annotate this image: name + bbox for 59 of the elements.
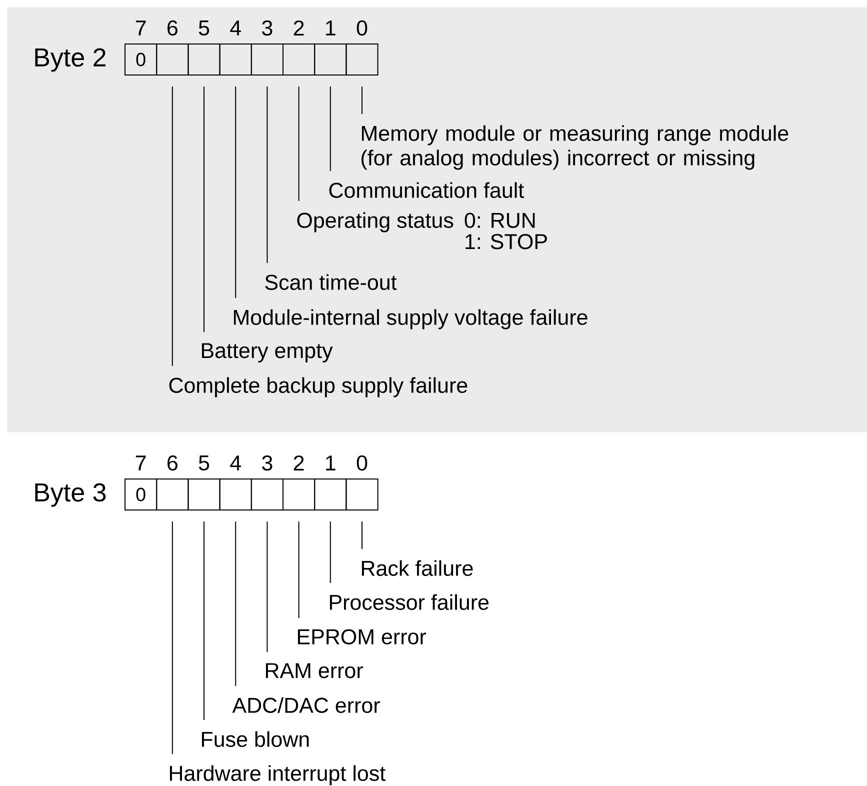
bit-cell [156,478,189,510]
bit-number: 6 [168,455,178,471]
bit-description: Operating status 0: RUN 1: STOP [297,212,547,250]
bit-description: Memory module or measuring range module (for analog modules) incorrect or missing [362,125,788,170]
leader-line [298,521,300,618]
bit-description: ADC/DAC error [232,697,380,713]
bit-cell [282,478,316,510]
leader-line [235,86,236,298]
bit-cell [188,44,220,76]
bit-description: Processor failure [330,594,489,610]
background-band [7,7,867,432]
bit-cell [188,478,220,510]
leader-line [172,521,173,754]
bit-cell [250,478,284,510]
bit-number: 1 [326,456,336,470]
bit-description: Fuse blown [202,731,309,747]
leader-line [266,86,268,264]
bit-cell [250,44,284,76]
bit-number: 5 [198,20,210,36]
bit-number: 0 [356,455,368,471]
bit-cell [219,478,252,510]
bit-cell [219,44,252,76]
bit-number: 2 [294,456,304,470]
bit-description: Battery empty [202,343,333,362]
bit-number: 7 [136,20,146,36]
bit-number: 1 [326,20,336,36]
bit-description: Communication fault [329,182,524,198]
leader-line [330,86,331,172]
bit-number: 7 [136,456,146,470]
byte-label: Byte 3 [35,483,106,507]
bit-cell: 0 [124,478,158,510]
bit-cell [314,44,347,76]
bit-number: 5 [198,456,210,470]
bit-cell [156,44,189,76]
leader-line [172,86,173,366]
leader-line [266,521,268,652]
leader-line [298,86,300,202]
bit-cell [346,44,378,76]
bit-number: 3 [262,20,272,36]
bit-cell [282,44,316,76]
bit-cell: 0 [124,44,158,76]
bit-number: 2 [294,20,304,36]
bit-description: Complete backup supply failure [169,377,468,398]
bit-description: RAM error [266,663,363,678]
leader-line [330,521,331,584]
bit-description: EPROM error [298,629,426,644]
bit-number: 4 [230,20,241,36]
bit-number: 3 [262,455,272,471]
bit-description: Module-internal supply voltage failure [234,309,588,330]
bit-cell [314,478,347,510]
bit-number: 4 [230,456,241,470]
bit-description: Rack failure [362,560,473,576]
leader-line [235,521,236,686]
bit-number: 6 [168,20,178,36]
bit-number: 0 [356,20,368,36]
bit-description: Hardware interrupt lost [170,765,386,786]
bit-cell [346,478,378,510]
bit-description: Scan time-out [265,274,397,290]
byte-label: Byte 2 [35,48,106,72]
